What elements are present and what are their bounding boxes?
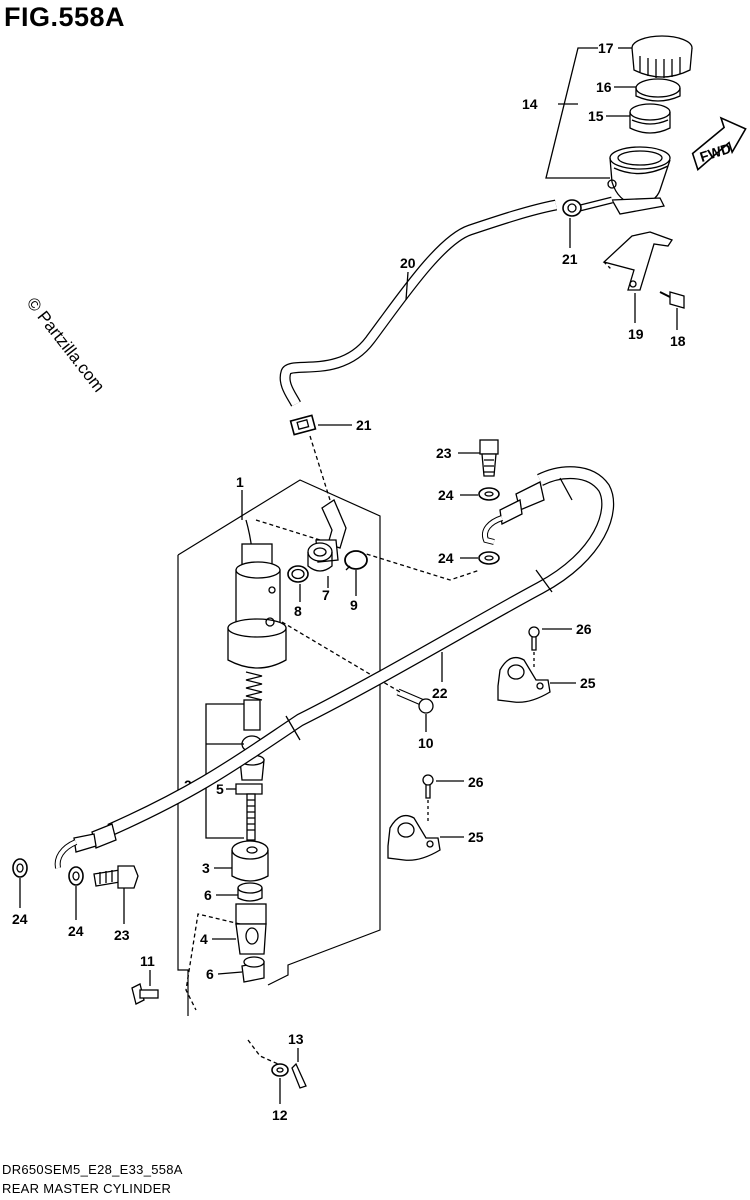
callout-6-upper: 6 bbox=[204, 887, 212, 903]
callout-26-upper: 26 bbox=[576, 621, 592, 637]
callout-20: 20 bbox=[400, 255, 416, 271]
callout-22: 22 bbox=[432, 685, 448, 701]
hose-clamp-25-lower[interactable] bbox=[387, 814, 441, 861]
hose-end-lower[interactable] bbox=[54, 823, 117, 869]
callout-24-second: 24 bbox=[438, 550, 454, 566]
callout-18: 18 bbox=[670, 333, 686, 349]
master-cylinder-box bbox=[177, 479, 381, 1016]
callout-1: 1 bbox=[236, 474, 244, 490]
callout-11: 11 bbox=[140, 953, 155, 969]
hose-clamp-upper[interactable] bbox=[562, 199, 582, 217]
bolt-10[interactable] bbox=[396, 688, 434, 714]
reservoir-group: 17 16 15 14 bbox=[522, 35, 693, 215]
callout-25-upper: 25 bbox=[580, 675, 596, 691]
diaphragm-plate[interactable] bbox=[635, 78, 681, 102]
reservoir-bracket[interactable] bbox=[602, 231, 673, 291]
diaphragm-boot[interactable] bbox=[629, 103, 671, 134]
screw-26-upper[interactable] bbox=[528, 626, 540, 651]
washer-24-second[interactable] bbox=[478, 551, 500, 565]
screw-26-lower[interactable] bbox=[422, 774, 434, 799]
washer-24-upper[interactable] bbox=[478, 487, 500, 501]
washer-24-lower-left[interactable] bbox=[12, 858, 28, 878]
callout-4: 4 bbox=[200, 931, 208, 947]
hose-clamp-lower[interactable] bbox=[289, 414, 317, 436]
callout-24-lower-left: 24 bbox=[12, 911, 28, 927]
drawing-code: DR650SEM5_E28_E33_558A bbox=[2, 1162, 183, 1177]
callout-23-lower: 23 bbox=[114, 927, 130, 943]
nut-6-upper[interactable] bbox=[237, 882, 263, 902]
union-bolt-upper[interactable] bbox=[479, 439, 499, 477]
callout-12: 12 bbox=[272, 1107, 288, 1123]
callout-5: 5 bbox=[216, 781, 224, 797]
reservoir-tank[interactable] bbox=[607, 146, 671, 215]
union-bolt-lower[interactable] bbox=[93, 865, 139, 889]
hose-clamp-25-upper[interactable] bbox=[497, 656, 551, 703]
fwd-label: FWD bbox=[698, 140, 733, 165]
callout-21-upper: 21 bbox=[562, 251, 578, 267]
callout-10: 10 bbox=[418, 735, 434, 751]
callout-25-lower: 25 bbox=[468, 829, 484, 845]
push-rod[interactable] bbox=[235, 783, 263, 841]
callout-9: 9 bbox=[350, 597, 358, 613]
washer-24-lower-right[interactable] bbox=[68, 866, 84, 886]
o-ring-8[interactable] bbox=[287, 565, 309, 583]
callout-21-lower: 21 bbox=[356, 417, 372, 433]
reservoir-hose[interactable] bbox=[279, 196, 613, 407]
callout-24-lower-right: 24 bbox=[68, 923, 84, 939]
cotter-pin-13[interactable] bbox=[291, 1062, 307, 1089]
lock-nut[interactable] bbox=[231, 840, 269, 882]
callout-17: 17 bbox=[598, 40, 614, 56]
callout-23-upper: 23 bbox=[436, 445, 452, 461]
reservoir-cap[interactable] bbox=[631, 35, 693, 78]
master-cylinder-body[interactable] bbox=[227, 519, 287, 669]
callout-26-lower: 26 bbox=[468, 774, 484, 790]
forward-arrow: FWD bbox=[691, 116, 747, 172]
callout-19: 19 bbox=[628, 326, 644, 342]
callout-3: 3 bbox=[202, 860, 210, 876]
bolt-11[interactable] bbox=[131, 983, 159, 1005]
callout-24-upper: 24 bbox=[438, 487, 454, 503]
clevis-joint[interactable] bbox=[235, 903, 267, 955]
nut-6-lower[interactable] bbox=[241, 956, 265, 983]
brake-hose[interactable] bbox=[107, 466, 615, 836]
figure-title: FIG.558A bbox=[4, 2, 126, 32]
hose-end-upper[interactable] bbox=[482, 481, 545, 545]
callout-14: 14 bbox=[522, 96, 538, 112]
circlip-9[interactable] bbox=[344, 550, 368, 571]
bolt-18[interactable] bbox=[659, 291, 685, 309]
callout-8: 8 bbox=[294, 603, 302, 619]
washer-12[interactable] bbox=[271, 1063, 289, 1077]
callout-13: 13 bbox=[288, 1031, 304, 1047]
figure-caption: REAR MASTER CYLINDER bbox=[2, 1181, 172, 1196]
bracket-14 bbox=[545, 47, 610, 179]
callout-15: 15 bbox=[588, 108, 604, 124]
hose-joint-7[interactable] bbox=[307, 542, 333, 572]
callout-6-lower: 6 bbox=[206, 966, 214, 982]
callout-16: 16 bbox=[596, 79, 612, 95]
return-spring[interactable] bbox=[245, 671, 263, 701]
callout-7: 7 bbox=[322, 587, 330, 603]
